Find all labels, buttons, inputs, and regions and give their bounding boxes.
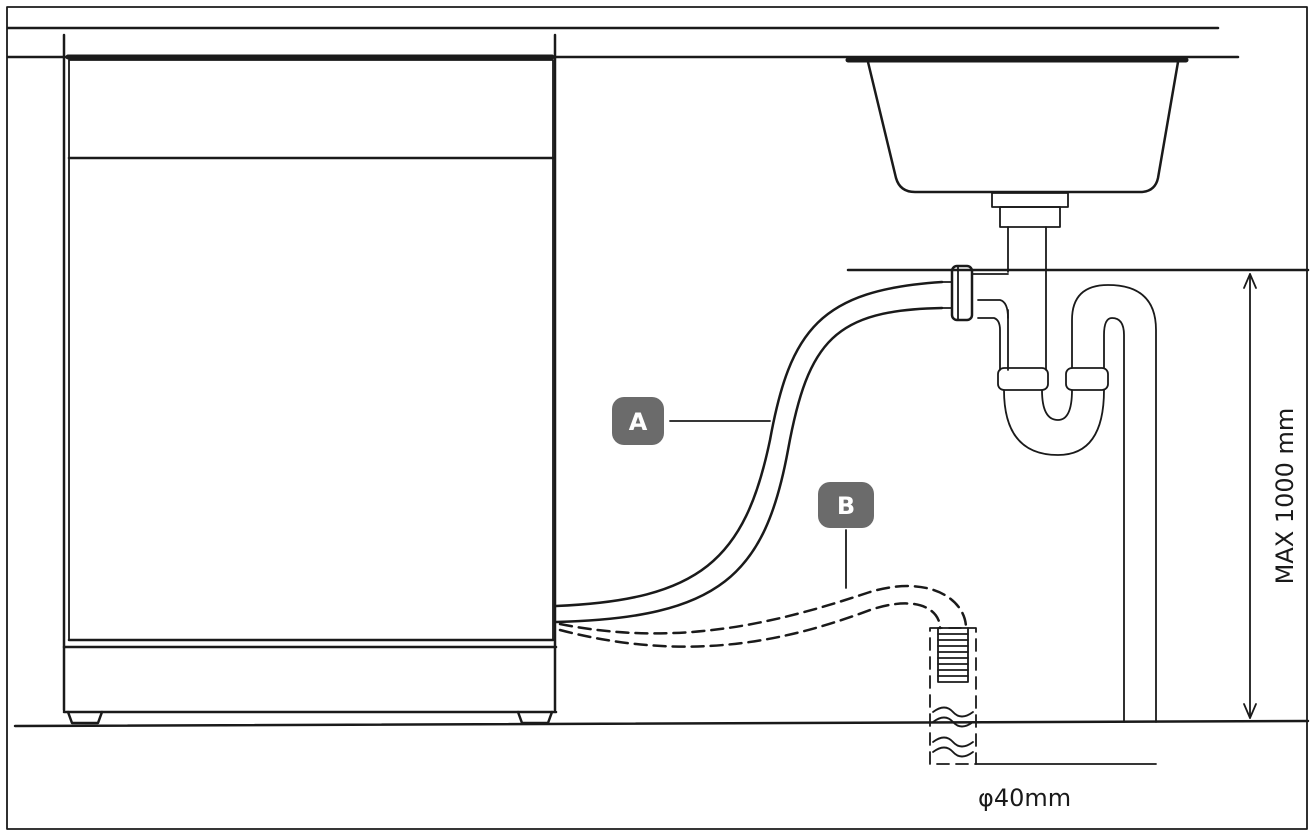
countertop: [6, 26, 1240, 59]
diagram-frame: [6, 6, 1308, 830]
trap-nut-right: [1065, 367, 1109, 391]
trap-nut-left: [997, 367, 1049, 391]
max-height-dimension: MAX 1000 mm: [1243, 273, 1299, 719]
hose-end-grip: [937, 627, 969, 683]
dishwasher: [62, 33, 558, 725]
max-height-label: MAX 1000 mm: [1271, 408, 1299, 585]
hose-a-callout: A: [612, 397, 771, 445]
sink: [845, 57, 1189, 371]
standpipe: [929, 627, 1157, 765]
pipe-diameter-label: φ40mm: [978, 784, 1071, 812]
drain-hose-b: [558, 584, 968, 648]
sink-trap: [977, 284, 1157, 723]
dishwasher-foot-left: [66, 710, 104, 725]
floor-line: [13, 719, 1310, 728]
hose-b-label: B: [837, 492, 855, 520]
hose-b-callout: B: [818, 482, 874, 589]
hose-connector: [939, 264, 1009, 322]
hose-b-badge: [818, 482, 874, 528]
hose-a-badge: [612, 397, 664, 445]
dishwasher-foot-right: [516, 710, 554, 725]
hose-a-label: A: [629, 408, 648, 436]
drain-hose-a: [554, 280, 944, 624]
